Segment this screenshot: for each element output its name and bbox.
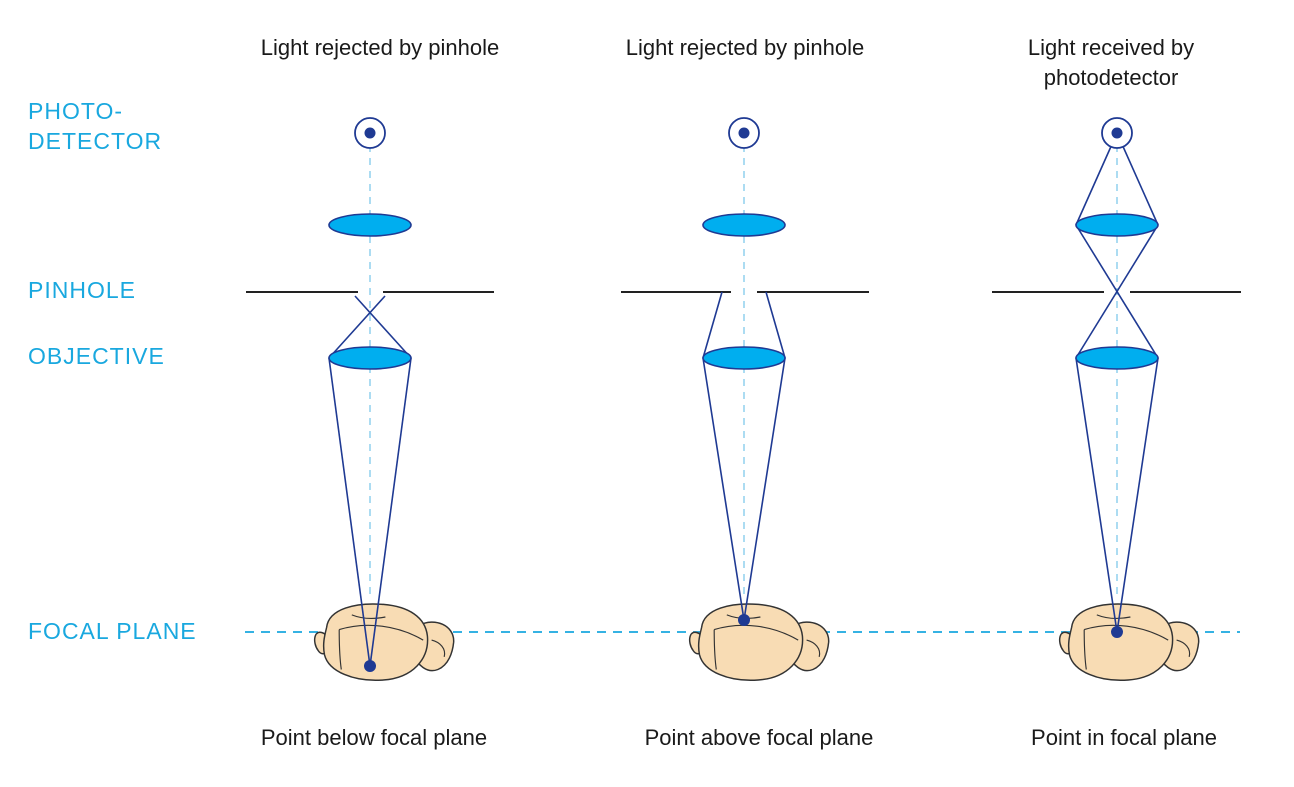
light-ray-3-2: [1116, 357, 1159, 633]
photodetector-dot-1: [364, 127, 376, 139]
source-point-3: [1111, 626, 1123, 638]
photodetector-dot-2: [738, 127, 750, 139]
column-3-top-caption: Light received by photodetector: [1027, 35, 1195, 90]
light-ray-3-1: [1075, 357, 1118, 633]
objective-lens-3: [1075, 346, 1159, 370]
source-point-2: [738, 614, 750, 626]
focal-plane-label: FOCAL PLANE: [28, 618, 197, 644]
light-ray-2-2: [743, 357, 786, 621]
detector-lens-1: [328, 213, 412, 237]
objective-label: OBJECTIVE: [28, 343, 165, 369]
photodetector-label: PHOTO- DETECTOR: [28, 98, 163, 154]
light-ray-1-1: [328, 357, 371, 667]
light-ray-1-2: [369, 357, 412, 667]
column-3-bottom-caption: Point in focal plane: [1031, 725, 1217, 750]
column-1-bottom-caption: Point below focal plane: [260, 725, 488, 750]
light-ray-2-4: [765, 291, 786, 359]
brain-illustration-3: [1058, 603, 1200, 682]
detector-lens-3: [1075, 213, 1159, 237]
pinhole-label: PINHOLE: [28, 277, 136, 303]
column-2-top-caption: Light rejected by pinhole: [625, 35, 865, 60]
brain-illustration-1: [313, 603, 455, 682]
light-ray-1-3: [328, 295, 386, 359]
brain-illustration-2: [688, 603, 830, 682]
light-ray-3-6: [1116, 132, 1159, 226]
source-point-1: [364, 660, 376, 672]
light-ray-1-4: [354, 295, 412, 359]
light-ray-3-4: [1075, 224, 1159, 359]
objective-lens-1: [328, 346, 412, 370]
column-1-top-caption: Light rejected by pinhole: [260, 35, 500, 60]
photodetector-dot-3: [1111, 127, 1123, 139]
light-ray-2-1: [702, 357, 745, 621]
light-ray-2-3: [702, 291, 723, 359]
column-2-bottom-caption: Point above focal plane: [644, 725, 874, 750]
objective-lens-2: [702, 346, 786, 370]
light-ray-3-5: [1075, 132, 1118, 226]
detector-lens-2: [702, 213, 786, 237]
